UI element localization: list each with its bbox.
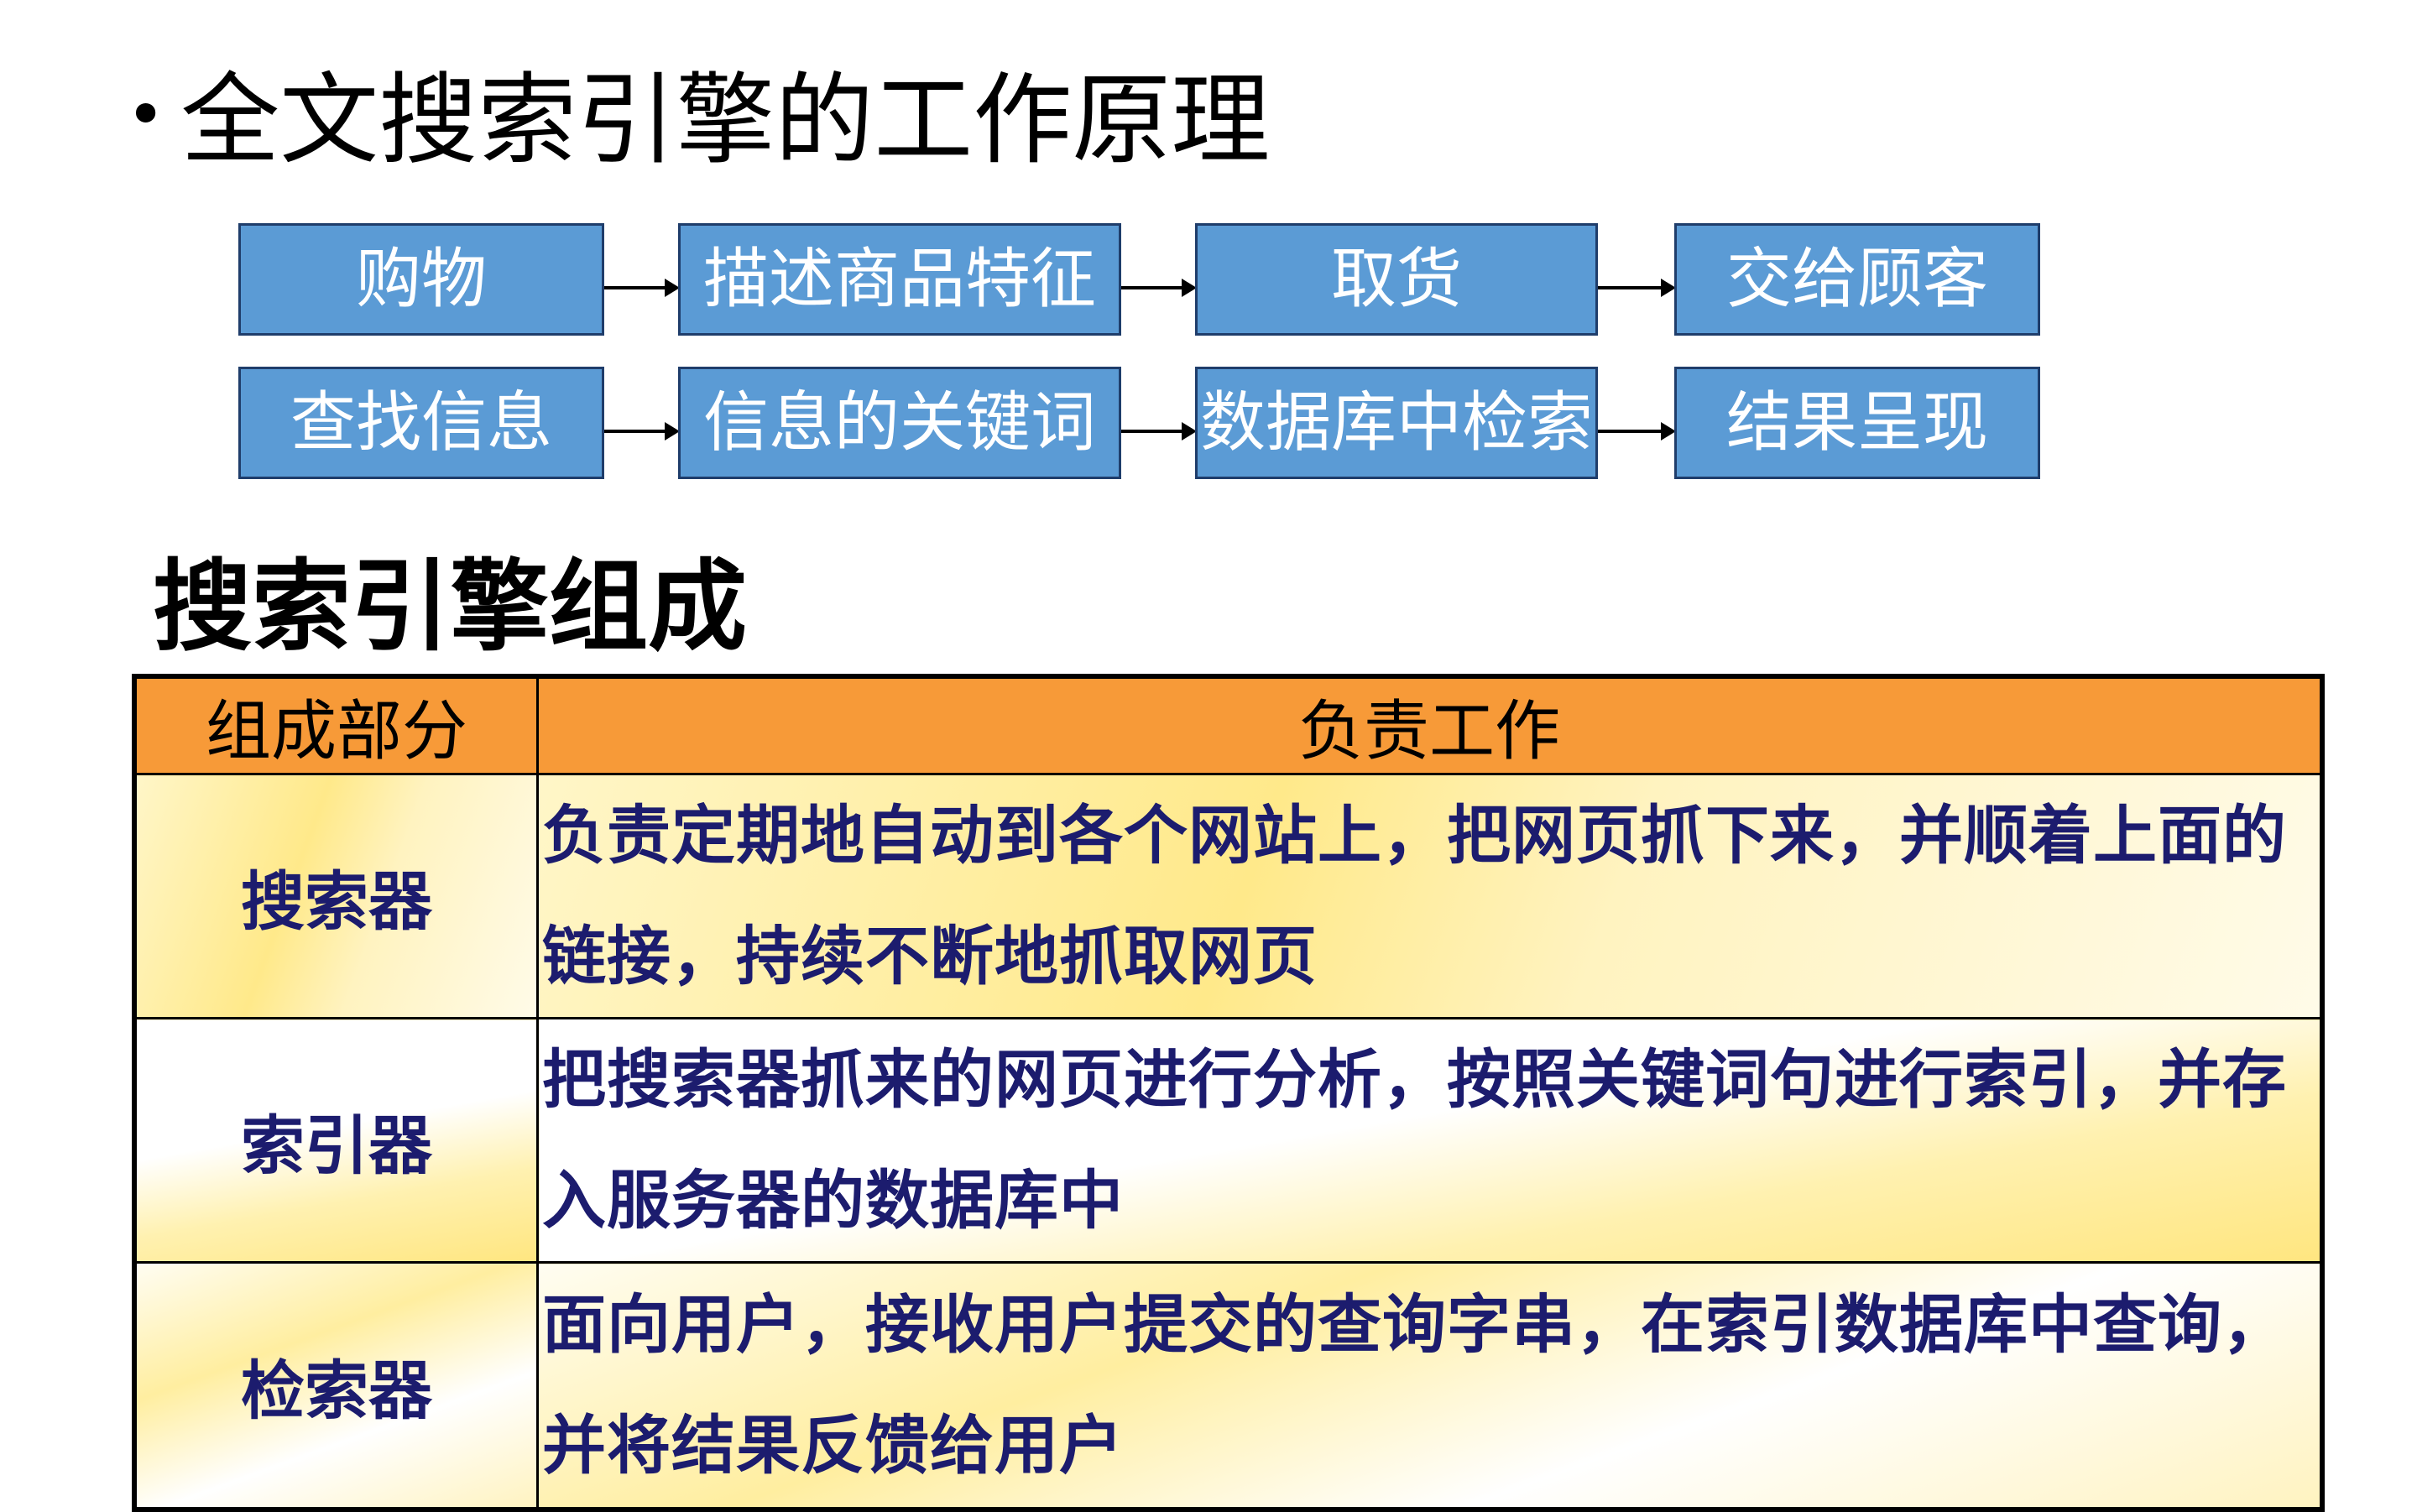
- flow-box-db-search: 数据库中检索: [1195, 367, 1598, 479]
- flow-box-keywords: 信息的关键词: [678, 367, 1121, 479]
- component-name: 搜索器: [133, 773, 539, 1019]
- table-row: 检索器 面向用户，接收用户提交的查询字串，在索引数据库中查询，并将结果反馈给用户: [133, 1261, 2324, 1510]
- component-name: 检索器: [133, 1261, 539, 1510]
- flow-box-find-info: 查找信息: [238, 367, 604, 479]
- components-table: 组成部分 负责工作 搜索器 负责定期地自动到各个网站上，把网页抓下来，并顺着上面…: [132, 674, 2325, 1512]
- arrow-right-icon: [1121, 279, 1197, 297]
- table-header-duty: 负责工作: [536, 675, 2324, 775]
- bullet-icon: •: [126, 76, 166, 154]
- arrow-right-icon: [1598, 422, 1676, 441]
- table-header-row: 组成部分 负责工作: [133, 675, 2324, 775]
- section-title: 搜索引擎组成: [153, 549, 748, 665]
- flow-box-shopping: 购物: [238, 223, 604, 336]
- component-name: 索引器: [133, 1017, 539, 1264]
- component-description: 负责定期地自动到各个网站上，把网页抓下来，并顺着上面的链接，持续不断地抓取网页: [536, 773, 2324, 1019]
- flow-box-describe-features: 描述商品特征: [678, 223, 1121, 336]
- table-header-part: 组成部分: [133, 675, 539, 775]
- arrow-right-icon: [1598, 279, 1676, 297]
- flow-box-deliver: 交给顾客: [1674, 223, 2040, 336]
- flow-box-pickup: 取货: [1195, 223, 1598, 336]
- slide-title: •全文搜索引擎的工作原理: [126, 52, 1270, 183]
- table-row: 搜索器 负责定期地自动到各个网站上，把网页抓下来，并顺着上面的链接，持续不断地抓…: [133, 773, 2324, 1019]
- table-row: 索引器 把搜索器抓来的网页进行分析，按照关键词句进行索引，并存入服务器的数据库中: [133, 1017, 2324, 1264]
- arrow-right-icon: [1121, 422, 1197, 441]
- arrow-right-icon: [604, 279, 680, 297]
- flow-box-results: 结果呈现: [1674, 367, 2040, 479]
- component-description: 面向用户，接收用户提交的查询字串，在索引数据库中查询，并将结果反馈给用户: [536, 1261, 2324, 1510]
- slide-title-text: 全文搜索引擎的工作原理: [180, 62, 1271, 178]
- arrow-right-icon: [604, 422, 680, 441]
- component-description: 把搜索器抓来的网页进行分析，按照关键词句进行索引，并存入服务器的数据库中: [536, 1017, 2324, 1264]
